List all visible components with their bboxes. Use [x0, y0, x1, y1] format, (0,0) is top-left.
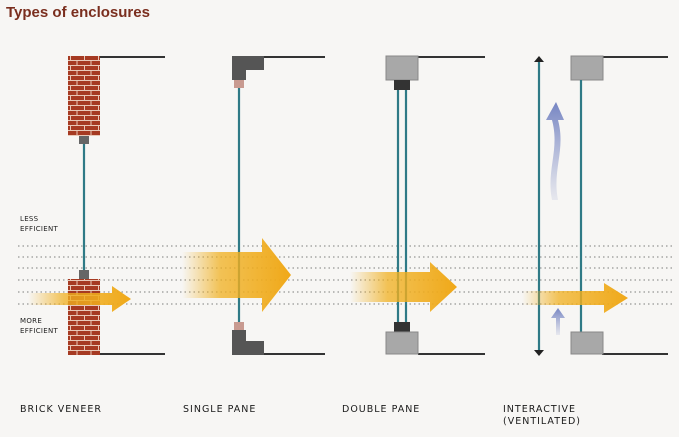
brick-veneer-assembly	[68, 56, 165, 355]
airflow-up-arrow	[546, 102, 564, 200]
frame-bottom	[232, 330, 264, 355]
more-efficient-label: MORE EFFICIENT	[20, 317, 59, 335]
label-interactive: INTERACTIVE (VENTILATED)	[503, 404, 582, 427]
heat-arrow-interactive	[522, 283, 628, 313]
heat-arrow-single	[182, 238, 291, 312]
label-single-pane: SINGLE PANE	[183, 404, 257, 415]
frame-bottom	[570, 331, 604, 355]
page-title: Types of enclosures	[6, 4, 150, 21]
brick-lower	[68, 279, 100, 355]
label-brick-veneer: BRICK VENEER	[20, 404, 103, 415]
frame-top	[232, 56, 264, 80]
frame-top	[570, 55, 604, 81]
label-double-pane: DOUBLE PANE	[342, 404, 421, 415]
interactive-assembly	[534, 55, 668, 356]
single-pane-assembly	[232, 56, 325, 355]
frame-bottom	[385, 331, 419, 355]
brick-upper	[68, 56, 100, 136]
frame-top	[385, 55, 419, 81]
airflow-in-arrow	[551, 308, 565, 335]
heat-arrow-brick	[28, 286, 131, 312]
double-pane-assembly	[385, 55, 485, 355]
heat-arrow-double	[350, 262, 457, 312]
less-efficient-label: LESS EFFICIENT	[20, 215, 59, 233]
